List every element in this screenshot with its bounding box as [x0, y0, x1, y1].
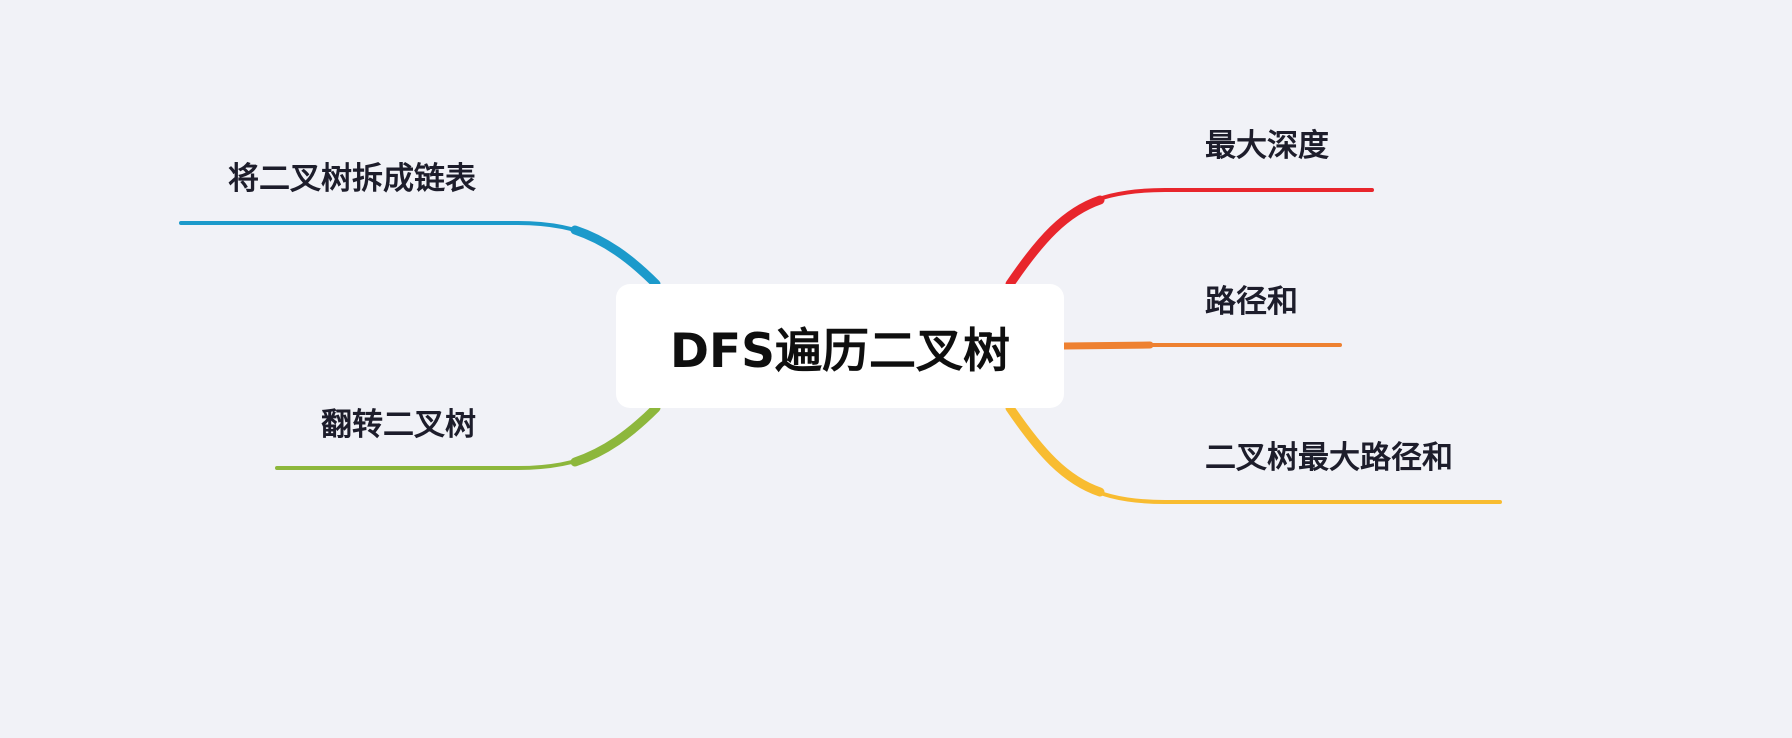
branch-line-path-sum-root: [1060, 341, 1154, 350]
topic-invert-label: 翻转二叉树: [321, 407, 476, 443]
topic-path-sum[interactable]: 路径和: [1205, 287, 1298, 318]
root-topic[interactable]: DFS遍历二叉树: [616, 284, 1064, 408]
topic-path-sum-label: 路径和: [1205, 284, 1298, 320]
root-topic-title: DFS遍历二叉树: [670, 323, 1010, 379]
branch-line-flatten-root: [570, 225, 661, 289]
branch-line-max-depth-root: [1005, 195, 1105, 289]
topic-max-path-sum[interactable]: 二叉树最大路径和: [1205, 443, 1453, 474]
topic-flatten-label: 将二叉树拆成链表: [228, 161, 476, 197]
topic-flatten[interactable]: 将二叉树拆成链表: [200, 164, 476, 195]
branch-line-invert-root: [570, 403, 661, 467]
branch-line-max-path-sum-root: [1005, 403, 1105, 497]
topic-max-path-sum-label: 二叉树最大路径和: [1205, 440, 1453, 476]
topic-invert[interactable]: 翻转二叉树: [300, 410, 476, 441]
topic-max-depth-label: 最大深度: [1205, 128, 1329, 164]
branch-line-max-depth: [1008, 188, 1374, 286]
topic-max-depth[interactable]: 最大深度: [1205, 131, 1329, 162]
